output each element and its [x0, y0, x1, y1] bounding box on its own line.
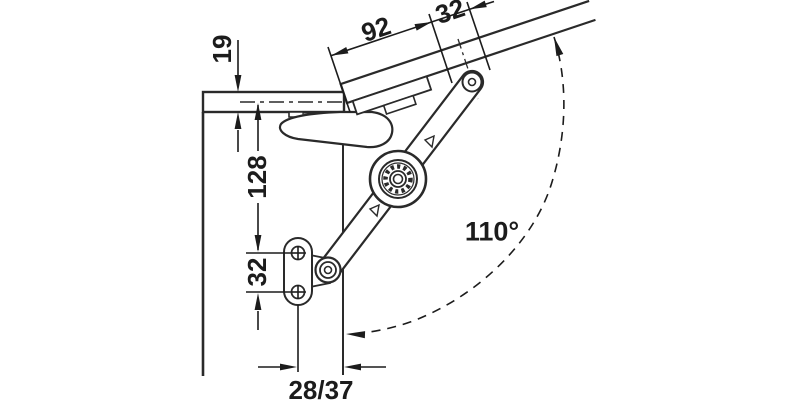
- arrow-92-left: [331, 46, 349, 56]
- flap: [339, 0, 596, 116]
- plate-screw-holes: [246, 245, 306, 300]
- bottom-pivot-ring: [319, 261, 337, 279]
- dim-front-setback: 28/37: [258, 305, 386, 400]
- hub-bore-ring: [389, 170, 407, 188]
- arrow-arc-bottom: [346, 331, 366, 339]
- arrow-down-panel-top: [234, 75, 242, 92]
- dim-128: 128: [242, 103, 272, 252]
- arrow-setback-left: [280, 363, 297, 371]
- dim-128-label: 128: [242, 155, 272, 198]
- arm-bottom-pivot: [314, 256, 342, 284]
- dim-19-label: 19: [207, 35, 237, 64]
- ext-line-flap-mid: [428, 13, 453, 84]
- arm-mark-upper: [423, 134, 435, 149]
- arrow-32-plate-up: [254, 293, 262, 310]
- hub-inner-ring: [381, 162, 415, 196]
- ext-line-flap-pivot: [466, 1, 491, 71]
- arrow-128-bottom: [254, 235, 262, 252]
- arrow-setback-right: [344, 363, 361, 371]
- arc-path: [348, 36, 565, 335]
- arrow-92-right: [414, 22, 432, 31]
- dim-28-37-label: 28/37: [288, 375, 353, 400]
- dim-32-flap-label: 32: [432, 0, 469, 30]
- dim-32-plate: 32: [242, 258, 272, 330]
- ext-line-flap-edge: [327, 46, 351, 113]
- hub-middle-ring: [378, 159, 418, 199]
- flap-plate-clip: [382, 94, 417, 116]
- arrow-32-flap: [469, 0, 487, 10]
- bracket-horn: [278, 110, 394, 149]
- arm-mark-lower: [368, 203, 380, 218]
- arrow-arc-top: [554, 37, 564, 57]
- hub-center-hole: [392, 173, 404, 185]
- dim-32-plate-label: 32: [242, 258, 272, 287]
- hub-bearing-balls: [383, 164, 413, 194]
- arrow-128-top: [254, 103, 262, 120]
- arm-hub: [368, 149, 428, 209]
- dim-panel-thickness: 19: [207, 35, 242, 152]
- lift-arm: [314, 69, 485, 284]
- top-pivot-boss: [461, 71, 483, 93]
- top-pivot-hole: [467, 77, 477, 87]
- arm-top-pivot: [461, 71, 483, 93]
- arrow-up-panel-bottom: [234, 112, 242, 129]
- swing-arc: 110°: [346, 36, 565, 339]
- dim-line-flap: [330, 8, 470, 57]
- opening-angle-label: 110°: [465, 216, 519, 246]
- mounting-bracket: [278, 110, 394, 149]
- cabinet: [201, 90, 346, 376]
- dim-92-label: 92: [358, 10, 395, 48]
- bottom-pivot-hole: [323, 265, 333, 275]
